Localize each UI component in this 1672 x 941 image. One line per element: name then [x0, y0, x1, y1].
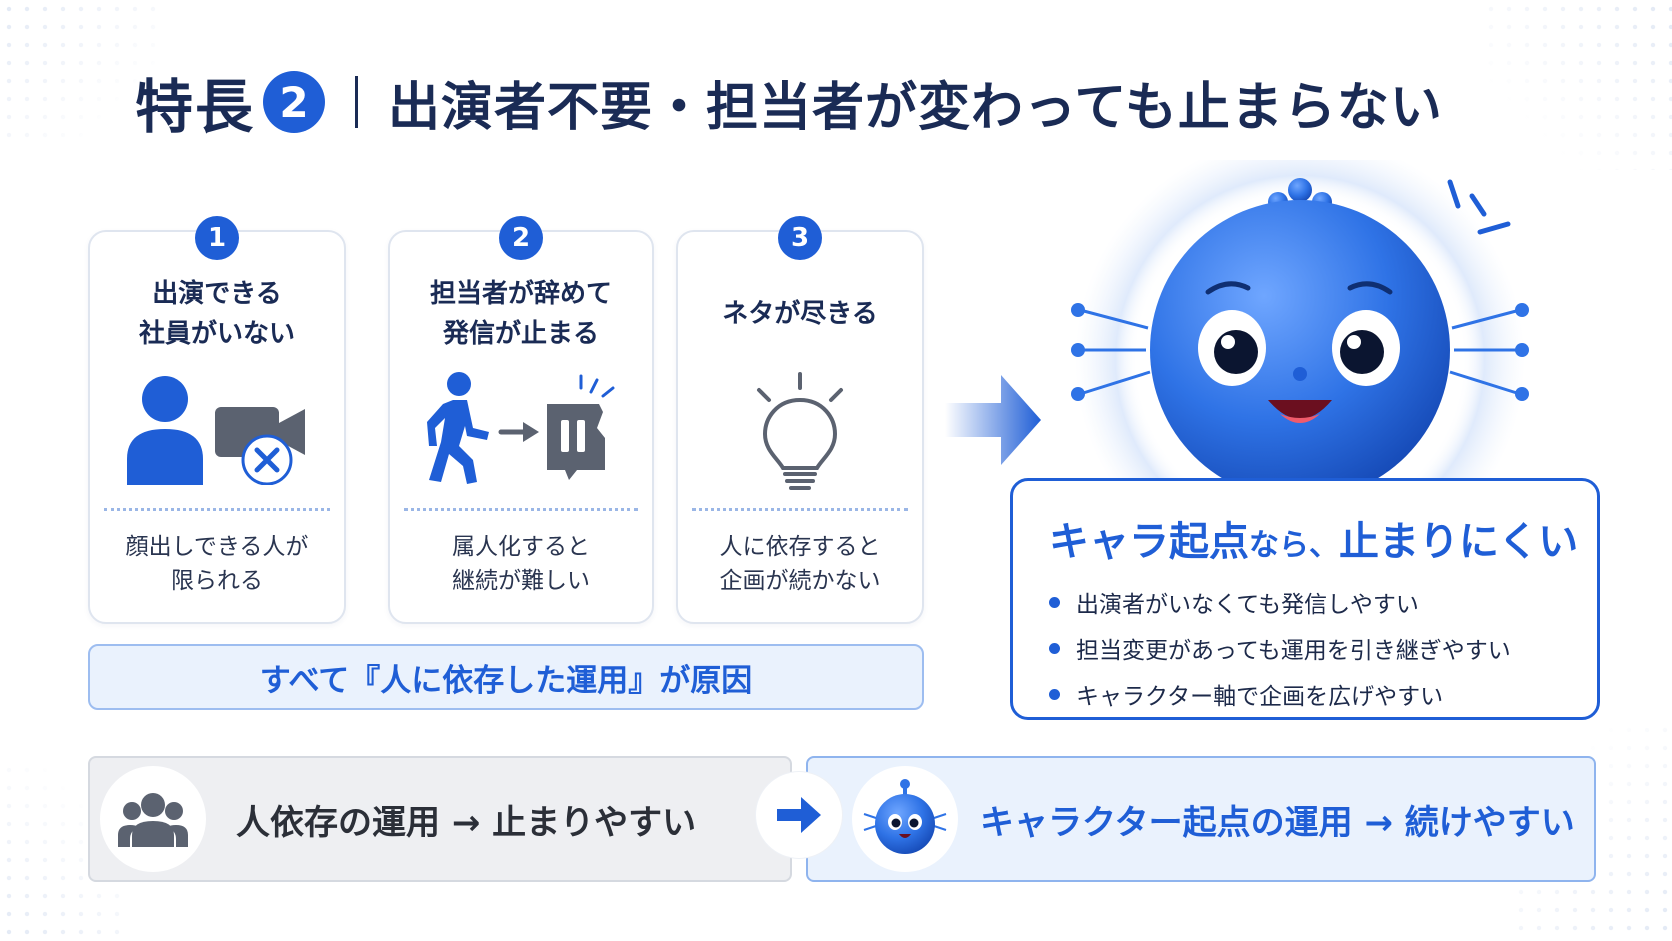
divider — [104, 508, 330, 511]
divider — [404, 508, 638, 511]
list-item: 担当変更があっても運用を引き継ぎやすい — [1049, 625, 1511, 671]
after-text: キャラクター起点の運用 → 続けやすい — [980, 802, 1575, 843]
feature-label: 特長 — [135, 73, 256, 141]
problem-card-3: 3 ネタが尽きる 人に依存すると 企画が続かない — [676, 216, 924, 624]
before-panel: 人依存の運用 → 止まりやすい — [88, 756, 792, 882]
list-item: キャラクター軸で企画を広げやすい — [1049, 671, 1511, 717]
cause-banner: すべて『人に依存した運用』が原因 — [88, 644, 924, 710]
step-badge: 1 — [195, 216, 239, 260]
person-with-camera-off-icon — [90, 370, 344, 490]
problem-title: 担当者が辞めて 発信が止まる — [429, 279, 612, 349]
list-item: 出演者がいなくても発信しやすい — [1049, 579, 1511, 625]
problem-description: 属人化すると 継続が難しい — [452, 534, 590, 594]
decorative-dots — [0, 0, 160, 150]
group-people-icon — [100, 766, 206, 872]
solution-points: 出演者がいなくても発信しやすい 担当変更があっても運用を引き継ぎやすい キャラク… — [1049, 579, 1511, 717]
problem-description: 顔出しできる人が 限られる — [125, 534, 309, 594]
problem-description: 人に依存すると 企画が続かない — [719, 534, 881, 594]
before-text: 人依存の運用 → 止まりやすい — [236, 802, 697, 843]
problem-title: ネタが尽きる — [722, 299, 878, 329]
bullet-icon — [1049, 642, 1060, 654]
arrow-right-icon — [945, 375, 1041, 469]
step-badge: 2 — [499, 216, 543, 260]
person-leaving-to-broken-sign-icon — [390, 370, 652, 490]
headline: 出演者不要・担当者が変わっても止まらない — [388, 77, 1443, 138]
problem-card-1: 1 出演できる 社員がいない 顔出しできる人が 限られる — [88, 216, 346, 624]
problem-card-2: 2 担当者が辞めて 発信が止まる 属人化すると 継続が難しい — [388, 216, 654, 624]
mascot-icon — [852, 766, 958, 872]
mascot-character — [1060, 135, 1540, 585]
decorative-dots — [1482, 0, 1672, 170]
bullet-icon — [1049, 688, 1060, 700]
after-panel: キャラクター起点の運用 → 続けやすい — [806, 756, 1596, 882]
page-title: 特長 2 出演者不要・担当者が変わっても止まらない — [135, 62, 1443, 142]
lightbulb-icon — [678, 370, 922, 490]
problem-title: 出演できる 社員がいない — [138, 279, 295, 349]
solution-title: キャラ起点なら、止まりにくい — [1049, 519, 1579, 565]
title-divider — [355, 76, 359, 128]
divider — [692, 508, 908, 511]
step-badge: 3 — [778, 216, 822, 260]
solution-box: キャラ起点なら、止まりにくい 出演者がいなくても発信しやすい 担当変更があっても… — [1010, 478, 1600, 720]
bullet-icon — [1049, 596, 1060, 608]
feature-number-badge: 2 — [263, 71, 326, 133]
arrow-right-icon — [756, 772, 842, 858]
